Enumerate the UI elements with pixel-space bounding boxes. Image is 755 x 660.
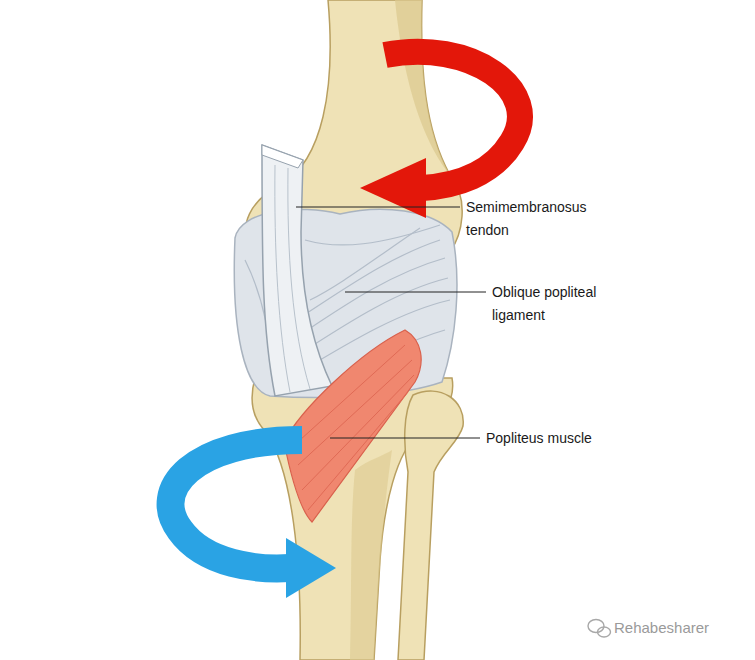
semimembranosus-tendon [262,145,332,396]
leader-line [345,292,486,293]
muscle-fibers [298,345,414,510]
ligament-fiber [305,225,440,245]
tibia-shading [350,450,392,660]
part-label: Semimembranosus tendon [466,196,596,242]
watermark-bubble [588,620,604,633]
muscle-fiber [308,392,408,510]
rotation-arrow [171,440,302,568]
part-label: Oblique popliteal ligament [492,281,632,327]
muscle-fiber [300,345,405,440]
rotation-arrowhead [286,538,336,598]
watermark-bubble [598,627,611,637]
femur-shading [395,0,450,175]
leader-line [330,438,480,439]
leader-line [296,207,460,208]
tendon-fold [262,145,303,168]
tendon-fibers [275,165,310,392]
watermark: Rehabesharer [614,618,709,638]
muscle-fiber [302,375,414,490]
part-label: Popliteus muscle [486,427,686,450]
fibula [398,391,463,660]
rotation-arrowhead [360,158,426,218]
ligament-fiber [310,228,420,300]
tendon-fiber [288,168,310,389]
watermark-icon [588,620,611,638]
muscle-fiber [298,360,412,465]
popliteus-muscle [284,330,421,522]
